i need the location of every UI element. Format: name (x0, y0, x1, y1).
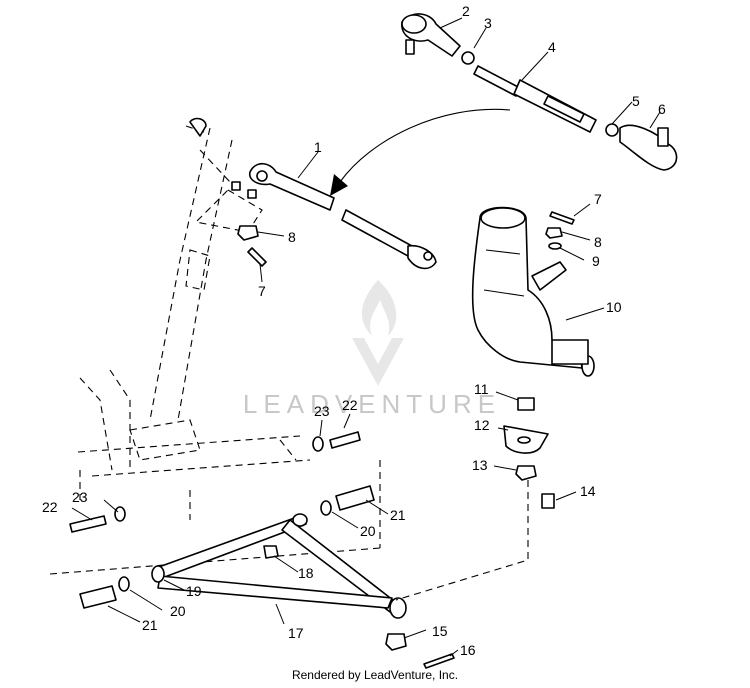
watermark-text: LEADVENTURE (243, 389, 501, 419)
callout-7-right: 7 (594, 191, 602, 207)
hardware-right (503, 211, 575, 509)
callout-14: 14 (580, 483, 596, 499)
hardware-left (231, 181, 267, 267)
callout-15: 15 (432, 623, 448, 639)
callout-1: 1 (314, 139, 322, 155)
callout-16: 16 (460, 642, 476, 658)
callout-22-upper: 22 (342, 397, 358, 413)
callout-23-left: 23 (72, 489, 88, 505)
callout-12: 12 (474, 417, 490, 433)
a-arm-17 (151, 513, 407, 619)
tie-rod-assembly (401, 13, 678, 171)
callout-labels: 1 2 3 4 5 6 7 7 8 8 9 10 11 12 13 14 15 … (42, 3, 666, 658)
callout-4: 4 (548, 39, 556, 55)
tie-rod-1 (248, 162, 437, 270)
callout-20-lower: 20 (170, 603, 186, 619)
leader-lines (71, 17, 661, 657)
callout-21-upper: 21 (390, 507, 406, 523)
spindle-assembly (471, 206, 595, 377)
callout-8-right: 8 (594, 234, 602, 250)
frame-section (49, 369, 381, 575)
callout-9: 9 (592, 253, 600, 269)
callout-11: 11 (474, 381, 489, 397)
callout-10: 10 (606, 299, 622, 315)
bushings-and-bolts (69, 431, 529, 669)
callout-19: 19 (186, 583, 202, 599)
callout-17: 17 (288, 625, 304, 641)
callout-2: 2 (462, 3, 470, 19)
callout-22-left: 22 (42, 499, 58, 515)
direction-arrow (339, 108, 511, 183)
callout-7-left: 7 (258, 283, 266, 299)
callout-5: 5 (632, 93, 640, 109)
callout-23-upper: 23 (314, 403, 330, 419)
callout-20-upper: 20 (360, 523, 376, 539)
arrow-head-icon (330, 174, 348, 196)
callout-18: 18 (298, 565, 314, 581)
watermark-logo (352, 280, 404, 386)
callout-6: 6 (658, 101, 666, 117)
callout-3: 3 (484, 15, 492, 31)
callout-8-left: 8 (288, 229, 296, 245)
callout-13: 13 (472, 457, 488, 473)
callout-21-lower: 21 (142, 617, 158, 633)
footer-credit: Rendered by LeadVenture, Inc. (291, 668, 459, 682)
steering-column (149, 117, 263, 421)
